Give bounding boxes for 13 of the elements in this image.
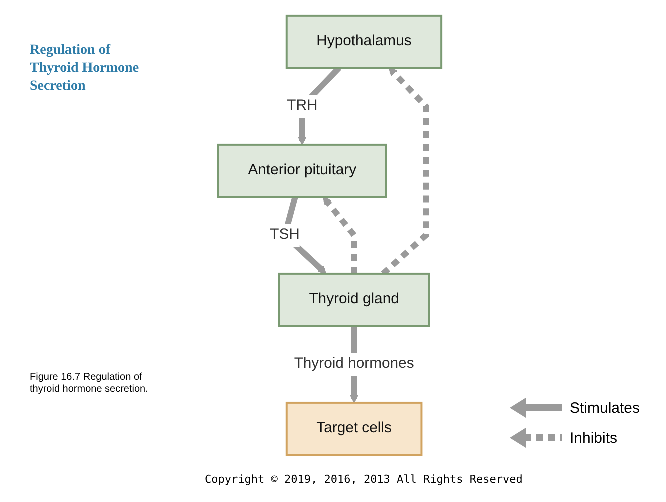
edge-label: Thyroid hormones xyxy=(294,355,414,372)
arrow xyxy=(322,196,358,274)
edge-label: TSH xyxy=(270,226,300,244)
copyright-note: Copyright © 2019, 2016, 2013 All Rights Reserved xyxy=(205,473,523,486)
node-box: Anterior pituitary xyxy=(217,144,388,198)
legend-label: Stimulates xyxy=(570,400,640,416)
figure-caption: Figure 16.7 Regulation of thyroid hormone secretion. xyxy=(30,372,150,396)
edge-label: TRH xyxy=(287,97,318,114)
diagram-title: Regulation of Thyroid Hormone Secretion xyxy=(30,42,140,96)
node-box: Hypothalamus xyxy=(286,14,443,70)
legend-label: Inhibits xyxy=(570,430,618,446)
node-box: Thyroid gland xyxy=(278,272,430,328)
node-box: Target cells xyxy=(286,402,423,456)
